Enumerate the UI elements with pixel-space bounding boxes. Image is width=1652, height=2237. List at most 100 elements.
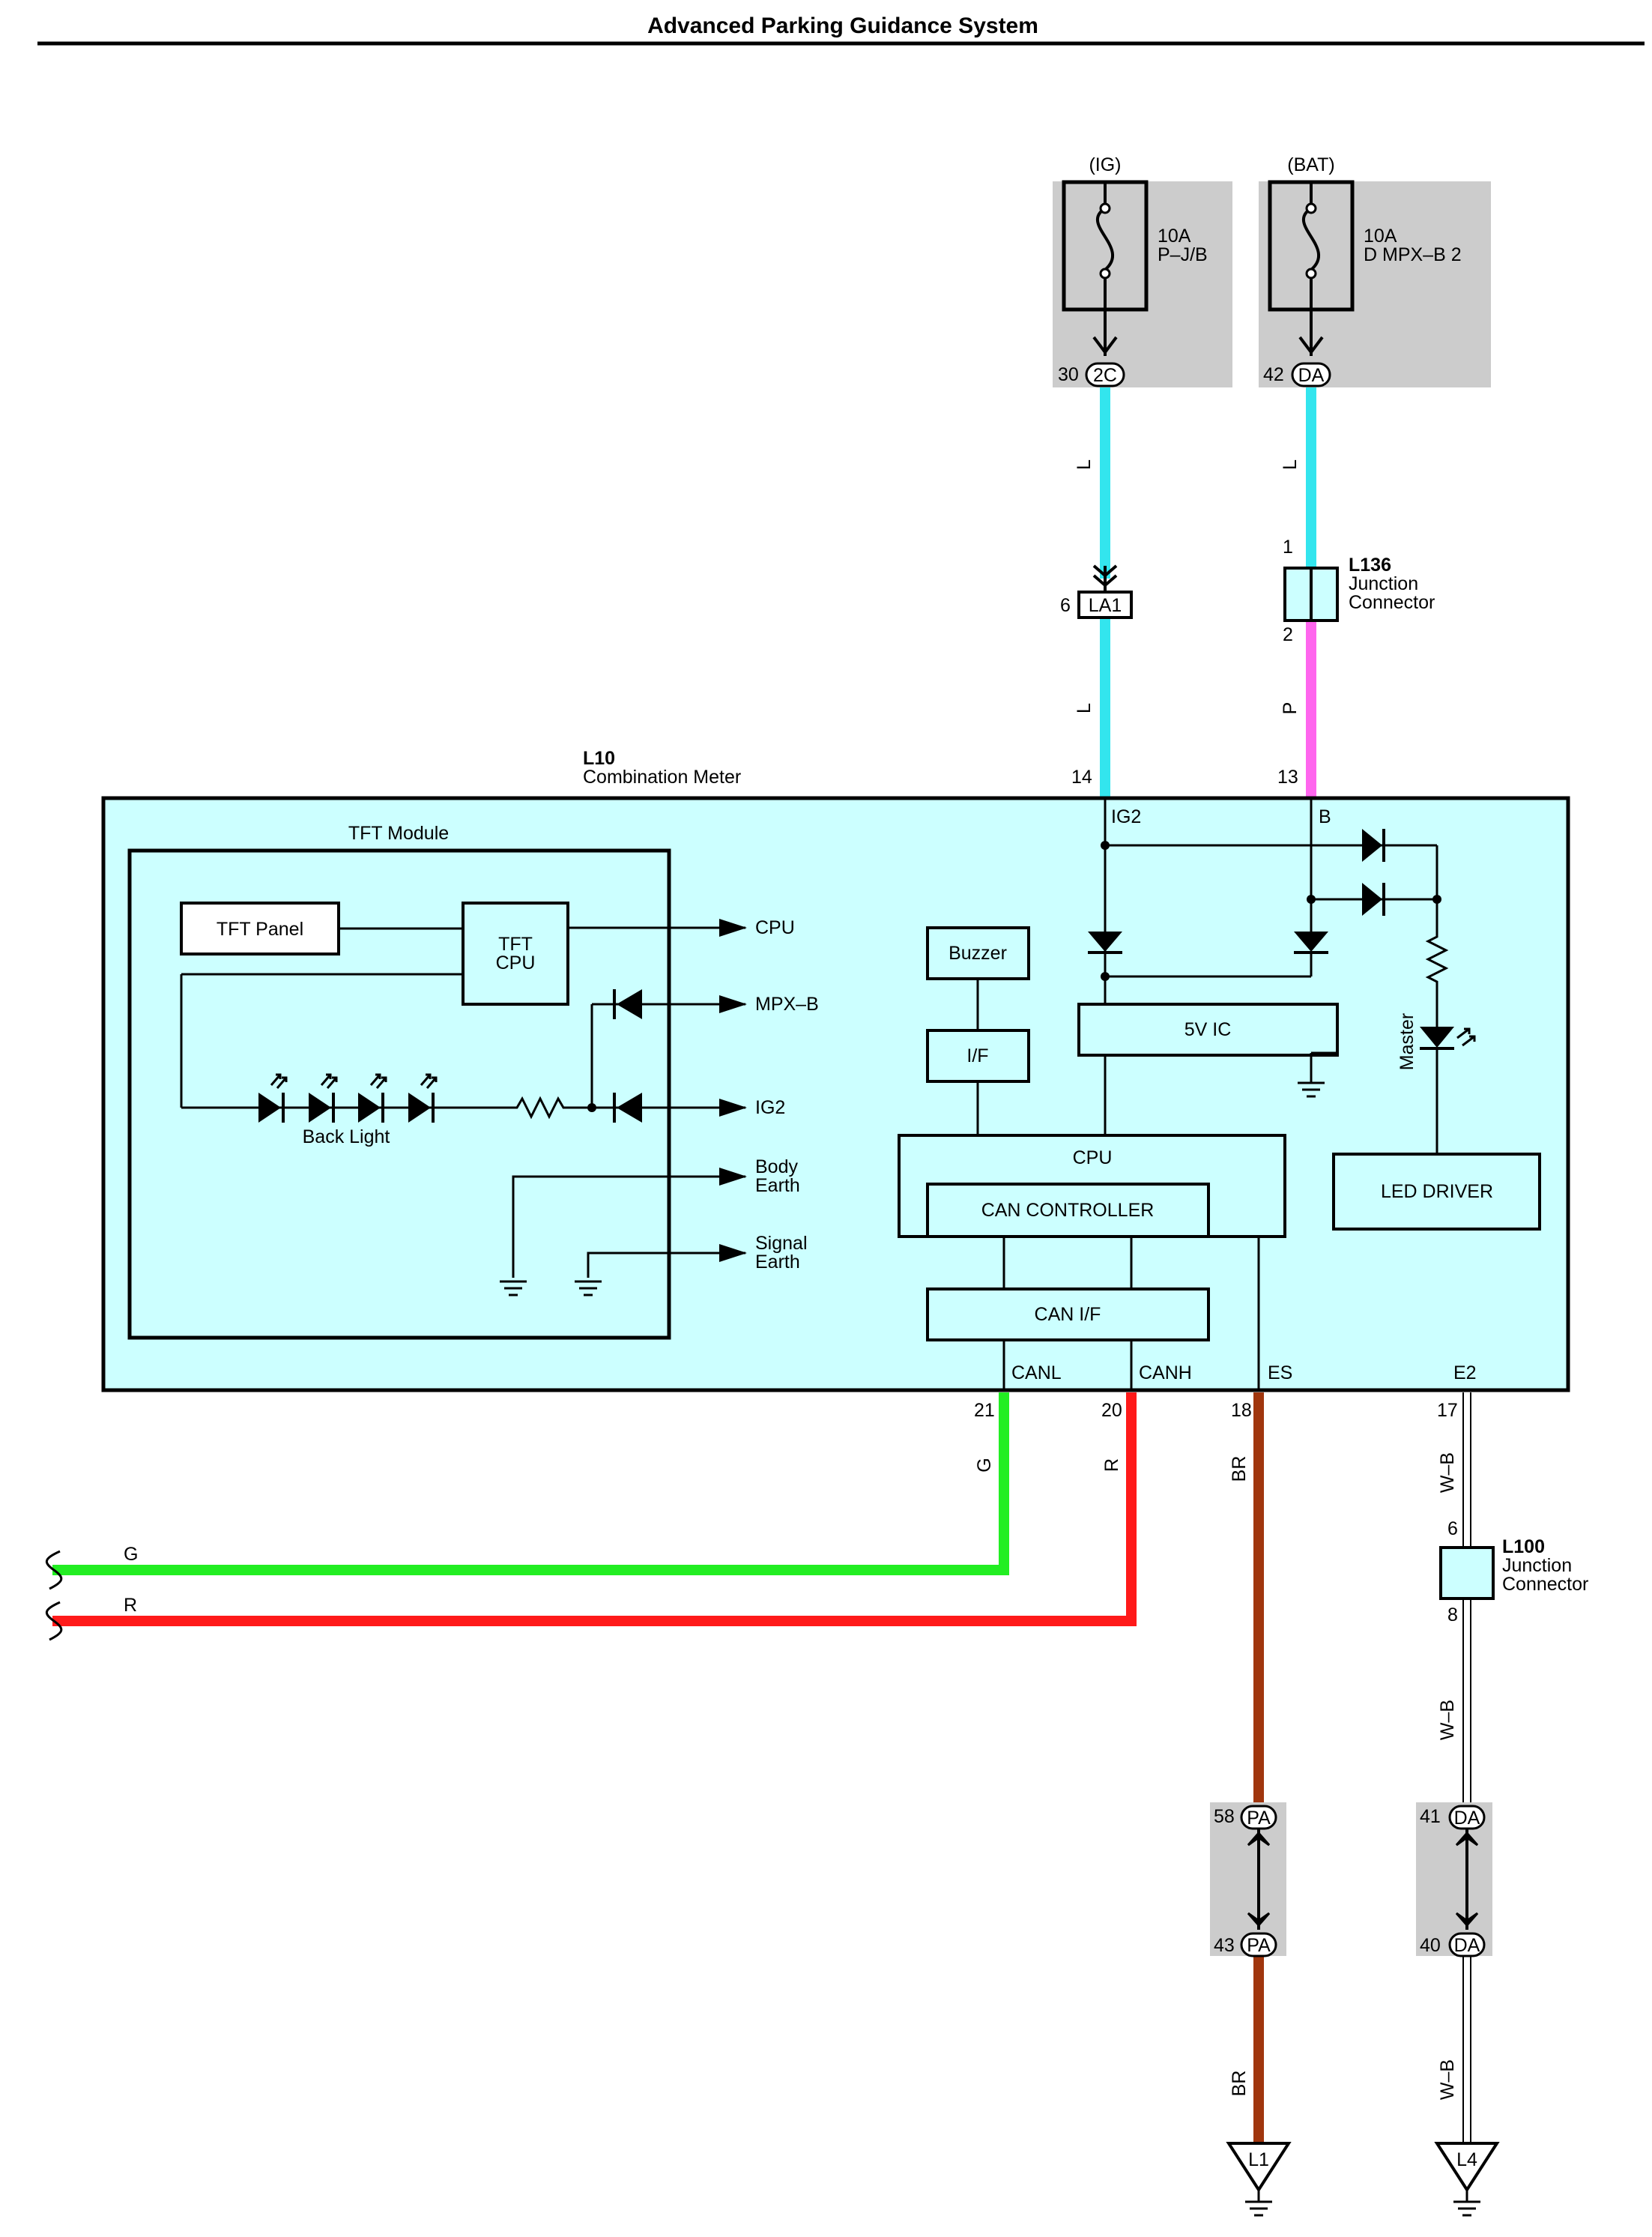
l136-pin-bottom: 2 (1283, 624, 1293, 645)
fuse-ig-pin: 30 (1058, 364, 1079, 385)
l136-id: L136 (1349, 555, 1391, 576)
tft-cpu-label1: TFT (498, 934, 533, 955)
back-light-label: Back Light (303, 1126, 390, 1147)
arrow-body-label2: Earth (755, 1175, 800, 1196)
wire-label-g-long: G (124, 1544, 138, 1565)
wire-break-r (46, 1601, 63, 1641)
meter-pin-13: 13 (1277, 767, 1298, 788)
can-if-box (926, 1287, 1210, 1341)
ground-l4: L4 (1434, 2142, 1500, 2217)
l100-pin-top: 6 (1447, 1518, 1458, 1539)
splice-pa-pin-top: 58 (1214, 1806, 1235, 1827)
fuse-ig-connector: 2C (1093, 365, 1117, 386)
can-controller-label: CAN CONTROLLER (981, 1200, 1155, 1221)
combination-meter (101, 796, 1570, 1392)
wire-label-l-meter: L (1074, 703, 1095, 713)
wire-label-r-short: R (1101, 1458, 1122, 1472)
fuse-bat-source: (BAT) (1287, 154, 1334, 175)
splice-pa-pin-bottom: 43 (1214, 1935, 1235, 1956)
l100-id: L100 (1502, 1536, 1545, 1557)
fuse-bat-connector: DA (1298, 365, 1325, 386)
fuse-ig-connector-badge (1085, 362, 1125, 387)
wire-g (52, 1392, 1009, 1575)
fuse-bat-amp: 10A (1364, 226, 1397, 247)
junction-l100: 6 8 L100 Junction Connector (1439, 1518, 1588, 1625)
wire-label-wb-mid: W–B (1437, 1700, 1458, 1740)
led-driver-box (1332, 1153, 1541, 1231)
tft-panel-label: TFT Panel (217, 919, 303, 940)
master-label: Master (1397, 1013, 1417, 1070)
arrow-ig2-label: IG2 (755, 1097, 785, 1118)
splice-pa-conn-bottom: PA (1247, 1935, 1271, 1956)
wire-label-l-bat: L (1280, 459, 1301, 470)
l136-desc1: Junction (1349, 573, 1418, 594)
wire-label-g-short: G (974, 1458, 995, 1472)
5v-ic-label: 5V IC (1184, 1019, 1232, 1040)
arrow-mpxb-label: MPX–B (755, 994, 819, 1015)
fuse-ig-name: P–J/B (1158, 244, 1208, 265)
wire-label-br-top: BR (1229, 1456, 1250, 1482)
if-label: I/F (966, 1045, 988, 1066)
arrow-body-label1: Body (755, 1156, 798, 1177)
tft-cpu-label2: CPU (496, 953, 536, 973)
l136-pin-top: 1 (1283, 537, 1293, 558)
can-if-label: CAN I/F (1035, 1304, 1101, 1325)
tft-panel-box (180, 902, 340, 956)
fuse-ig-source: (IG) (1089, 154, 1121, 175)
l100-desc2: Connector (1502, 1574, 1588, 1595)
splice-pa: 58 PA 43 PA (1210, 1802, 1286, 1957)
l136-desc2: Connector (1349, 592, 1435, 613)
fuse-bat-symbol (1301, 207, 1321, 271)
wire-label-l-ig: L (1074, 459, 1095, 470)
terminal-b: B (1319, 806, 1331, 827)
arrow-signal-label1: Signal (755, 1233, 808, 1254)
can-controller-box (926, 1183, 1210, 1238)
fuse-ig-symbol (1095, 207, 1115, 271)
tft-cpu-box (462, 902, 569, 1006)
ground-l1-label: L1 (1248, 2149, 1269, 2170)
splice-da-pin-bottom: 40 (1420, 1935, 1441, 1956)
meter-internals: IG2 B Master LED DRIVER (898, 798, 1541, 1390)
ground-l4-label: L4 (1456, 2149, 1477, 2170)
l100-pin-bottom: 8 (1447, 1604, 1458, 1625)
terminal-es: ES (1268, 1362, 1292, 1383)
5v-ic-box (1077, 1003, 1339, 1057)
meter-pin-14: 14 (1071, 767, 1092, 788)
fuse-ig-panel (1053, 181, 1232, 387)
meter-pin-18: 18 (1231, 1400, 1252, 1421)
wire-r (52, 1392, 1137, 1626)
terminal-canh: CANH (1139, 1362, 1192, 1383)
fuse-ig: (IG) 10A P–J/B 30 2C (1053, 154, 1232, 387)
fuse-bat-pin: 42 (1263, 364, 1284, 385)
wire-break-g (46, 1550, 63, 1590)
splice-pa-conn-top: PA (1247, 1808, 1271, 1829)
terminal-canl: CANL (1011, 1362, 1062, 1383)
splice-da: 41 DA 40 DA (1416, 1802, 1492, 1957)
wire-wb (1462, 1392, 1471, 2143)
splice-da-conn-bottom: DA (1454, 1935, 1480, 1956)
fuse-ig-amp: 10A (1158, 226, 1191, 247)
tft-module: TFT Module TFT Panel TFT CPU CPU MPX–B I… (127, 823, 819, 1340)
ground-l1: L1 (1226, 2142, 1292, 2217)
fuse-bat: (BAT) 10A D MPX–B 2 42 DA (1259, 154, 1491, 387)
back-light-leds (258, 1073, 438, 1123)
fuse-bat-connector-badge (1291, 362, 1331, 387)
wire-label-wb-top: W–B (1437, 1452, 1458, 1493)
fuse-bat-panel (1259, 181, 1491, 387)
meter-pin-21: 21 (974, 1400, 995, 1421)
wire-label-r-long: R (124, 1595, 137, 1616)
fuse-bat-name: D MPX–B 2 (1364, 244, 1462, 265)
splice-da-conn-top: DA (1454, 1808, 1480, 1829)
la1-name: LA1 (1089, 595, 1122, 616)
terminal-ig2: IG2 (1111, 806, 1141, 827)
terminal-e2: E2 (1453, 1362, 1477, 1383)
la1-pin: 6 (1060, 595, 1071, 616)
splice-da-pin-top: 41 (1420, 1806, 1441, 1827)
meter-name: Combination Meter (583, 767, 741, 788)
wire-label-wb-bottom: W–B (1437, 2059, 1458, 2100)
arrow-signal-label2: Earth (755, 1252, 800, 1273)
connector-la1: 6 LA1 (1060, 564, 1133, 619)
l100-desc1: Junction (1502, 1555, 1572, 1576)
cpu-label: CPU (1073, 1147, 1113, 1168)
